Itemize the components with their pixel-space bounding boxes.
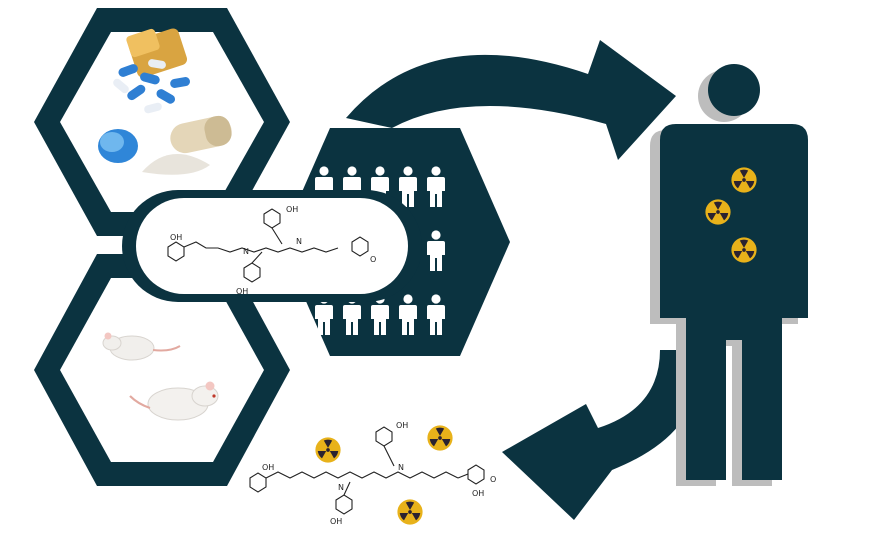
molecule-label-oh-b3: OH (330, 517, 342, 526)
molecule-label-oh-b2: OH (396, 421, 408, 430)
bottom-hexagon (34, 254, 290, 486)
molecule-label-oh-left: OH (170, 233, 182, 242)
radiation-hazard-icon (731, 167, 757, 193)
bottom-molecule-structure: OH OH OH OH O N N (249, 421, 496, 526)
molecule-label-n-1: N (243, 247, 249, 256)
radiation-hazard-icon (705, 199, 731, 225)
molecule-label-oh-bottom: OH (236, 287, 248, 296)
radiation-hazard-icon (427, 425, 453, 451)
lab-rats-icon (102, 332, 219, 421)
top-cycle-arrow-icon (346, 40, 676, 160)
molecule-label-n-b1: N (338, 483, 344, 492)
chelator-molecule-structure (167, 208, 369, 283)
radiation-hazard-icon (397, 499, 423, 525)
molecule-label-oh-top: OH (286, 205, 298, 214)
molecule-label-o-b1: O (490, 475, 496, 484)
molecule-label-n-b2: N (398, 463, 404, 472)
radiation-hazard-icon (731, 237, 757, 263)
radiation-hazard-icon (315, 437, 341, 463)
molecule-label-oh-b4: OH (472, 489, 484, 498)
top-hexagon (34, 8, 290, 236)
medicine-pills-icon (98, 28, 232, 175)
human-body-icon (650, 64, 808, 486)
chelator-molecule-panel: OH OH OH O N N (122, 190, 422, 302)
bottom-cycle-arrow-icon (502, 350, 698, 520)
molecule-label-o-right: O (370, 255, 376, 264)
molecule-label-n-2: N (296, 237, 302, 246)
molecule-label-oh-b1: OH (262, 463, 274, 472)
